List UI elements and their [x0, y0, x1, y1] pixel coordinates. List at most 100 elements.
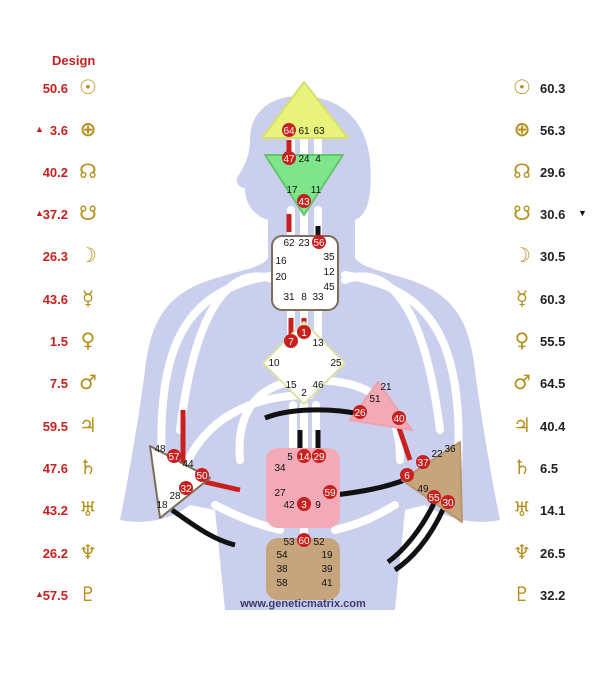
personality-value: 32.2: [540, 588, 566, 603]
design-value: 26.3: [42, 249, 68, 264]
sacral-center: [266, 448, 340, 528]
gate-56: 56: [313, 238, 325, 249]
gate-active-marker: [284, 334, 298, 348]
gate-53: 53: [283, 537, 295, 548]
throat-center: [271, 235, 339, 311]
gate-active-marker: [441, 495, 455, 509]
gate-6: 6: [404, 471, 410, 482]
design-value: 59.5: [42, 419, 68, 434]
mars-icon: ♂: [513, 370, 531, 394]
ajna-center: [264, 154, 344, 216]
design-value: 50.6: [42, 81, 68, 96]
gate-active-marker: [297, 449, 311, 463]
gate-55: 55: [428, 493, 440, 504]
personality-value: 60.3: [540, 292, 566, 307]
gate-43: 43: [298, 197, 310, 208]
gate-46: 46: [312, 380, 324, 391]
gate-22: 22: [431, 449, 443, 460]
design-row-uranus: ♅43.2: [0, 497, 110, 524]
gate-active-marker: [297, 194, 311, 208]
earth-icon: ⊕: [513, 117, 531, 141]
design-row-venus: ♀ 1.5: [0, 328, 110, 355]
spleen-center: [149, 445, 211, 519]
gate-14: 14: [298, 452, 310, 463]
personality-value: 40.4: [540, 419, 566, 434]
earth-icon: ⊕: [79, 117, 97, 141]
personality-row-jupiter: ♃ 40.4: [510, 413, 610, 440]
north-node-icon: ☊: [513, 159, 531, 183]
saturn-icon: ♄: [513, 455, 531, 479]
mars-icon: ♂: [79, 370, 97, 394]
personality-row-mercury: ☿60.3: [510, 286, 610, 313]
gate-16: 16: [275, 256, 287, 267]
personality-value: 56.3: [540, 123, 566, 138]
design-value: 43.2: [42, 503, 68, 518]
gate-61: 61: [298, 126, 310, 137]
gate-39: 39: [321, 564, 333, 575]
pluto-icon: ♇: [513, 582, 531, 606]
personality-value: 55.5: [540, 334, 566, 349]
personality-value: 30.5: [540, 249, 566, 264]
defined-channels: [170, 140, 448, 573]
gate-49: 49: [417, 484, 429, 495]
gate-64: 64: [283, 126, 295, 137]
design-value: 1.5: [49, 334, 68, 349]
root-center: [266, 538, 340, 600]
gate-44: 44: [182, 459, 194, 470]
gate-active-marker: [297, 497, 311, 511]
design-row-north-node: ☊40.2: [0, 159, 110, 186]
gate-35: 35: [323, 252, 335, 263]
gate-26: 26: [354, 408, 366, 419]
gate-48: 48: [154, 444, 166, 455]
down-arrow-icon: ▼: [578, 208, 587, 218]
design-row-moon: ☽26.3: [0, 243, 110, 270]
gate-50: 50: [196, 471, 208, 482]
gate-63: 63: [313, 126, 325, 137]
gate-33: 33: [312, 292, 324, 303]
gate-active-marker: [312, 449, 326, 463]
sun-icon: ☉: [79, 75, 97, 99]
design-value: 43.6: [42, 292, 68, 307]
gate-active-marker: [195, 468, 209, 482]
design-row-pluto: ♇57.5▲: [0, 582, 110, 609]
gate-32: 32: [180, 484, 192, 495]
gate-31: 31: [283, 292, 295, 303]
design-value: 3.6: [49, 123, 68, 138]
personality-row-north-node: ☊29.6: [510, 159, 610, 186]
jupiter-icon: ♃: [513, 413, 531, 437]
sun-icon: ☉: [513, 75, 531, 99]
neptune-icon: ♆: [513, 540, 531, 564]
personality-value: 26.5: [540, 546, 566, 561]
design-row-jupiter: ♃ 59.5: [0, 413, 110, 440]
venus-icon: ♀: [80, 328, 96, 352]
personality-row-mars: ♂ 64.5: [510, 370, 610, 397]
design-row-mercury: ☿43.6: [0, 286, 110, 313]
gate-9: 9: [315, 500, 321, 511]
gate-active-marker: [282, 123, 296, 137]
design-value: 26.2: [42, 546, 68, 561]
gate-active-marker: [323, 485, 337, 499]
personality-value: 14.1: [540, 503, 566, 518]
head-center: [261, 81, 349, 139]
uranus-icon: ♅: [513, 497, 531, 521]
pluto-icon: ♇: [79, 582, 97, 606]
design-row-south-node: ☋37.2▲: [0, 201, 110, 228]
gate-2: 2: [301, 388, 307, 399]
venus-icon: ♀: [514, 328, 530, 352]
gate-42: 42: [283, 500, 295, 511]
gate-58: 58: [276, 578, 288, 589]
personality-value: 64.5: [540, 376, 566, 391]
gate-29: 29: [313, 452, 325, 463]
gate-60: 60: [298, 536, 310, 547]
personality-value: 6.5: [540, 461, 559, 476]
gate-40: 40: [393, 414, 405, 425]
gate-24: 24: [298, 154, 310, 165]
gate-19: 19: [321, 550, 333, 561]
gate-active-marker: [297, 325, 311, 339]
gate-active-marker: [297, 533, 311, 547]
gate-30: 30: [442, 498, 454, 509]
watermark: www.geneticmatrix.com: [239, 598, 366, 610]
jupiter-icon: ♃: [79, 413, 97, 437]
gate-13: 13: [312, 338, 324, 349]
gate-active-marker: [400, 468, 414, 482]
